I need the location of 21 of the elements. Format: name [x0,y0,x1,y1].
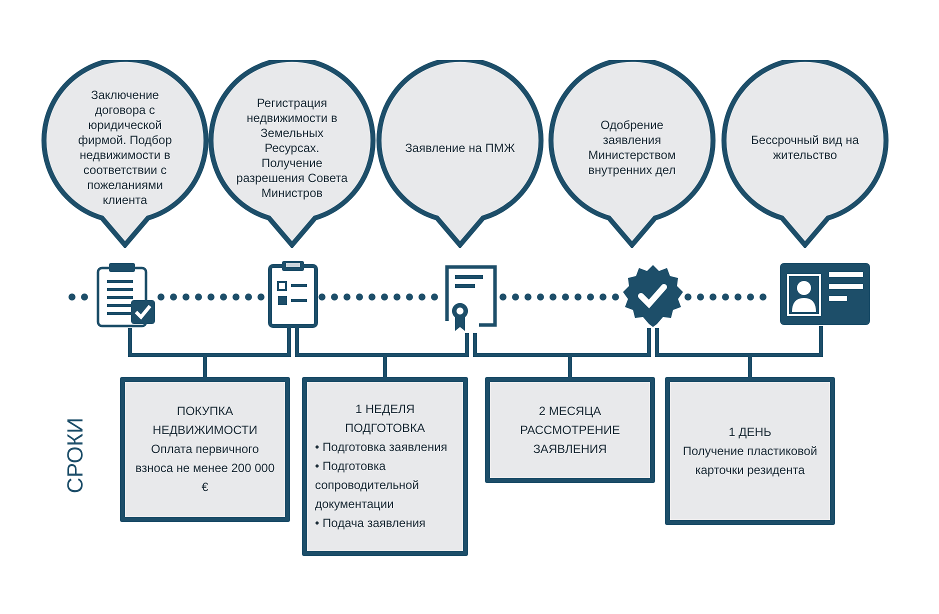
box-text: Оплата первичного взноса не менее 200 000 € [134,441,276,496]
bullet-item: • Подготовка заявления [315,439,448,456]
box-heading: ПОКУПКА НЕДВИЖИМОСТИ [152,403,258,439]
dotted-timeline [500,294,622,300]
box-heading: 2 МЕСЯЦА РАССМОТРЕНИЕ ЗАЯВЛЕНИЯ [518,402,622,458]
box-heading: 1 ДЕНЬ [728,424,772,440]
duration-box [302,377,468,556]
dotted-timeline [158,294,268,300]
duration-box [665,377,835,525]
duration-box [485,377,655,483]
side-label: СРОКИ [62,417,88,493]
box-text: Получение пластиковой карточки резидента [682,442,818,478]
bubble-text: Заключение договора с юридической фирмой. Подбор недвижимости в соответствии с пожеланиями клиента [77,88,173,208]
bubble-text: Заявление на ПМЖ [405,140,515,156]
bubble-text: Регистрация недвижимости в Земельных Ресурсах. Получение разрешения Совета Министров [235,96,349,200]
bullet-item: • Подача заявления [315,515,426,532]
bullet-item: • Подготовка сопроводительной документации [315,458,420,513]
duration-box [120,377,290,522]
box-heading: 1 НЕДЕЛЯ ПОДГОТОВКА [344,401,426,437]
bubble-text: Одобрение заявления Министерством внутренних дел [587,118,677,178]
bubble-text: Бессрочный вид на жительство [750,133,860,163]
